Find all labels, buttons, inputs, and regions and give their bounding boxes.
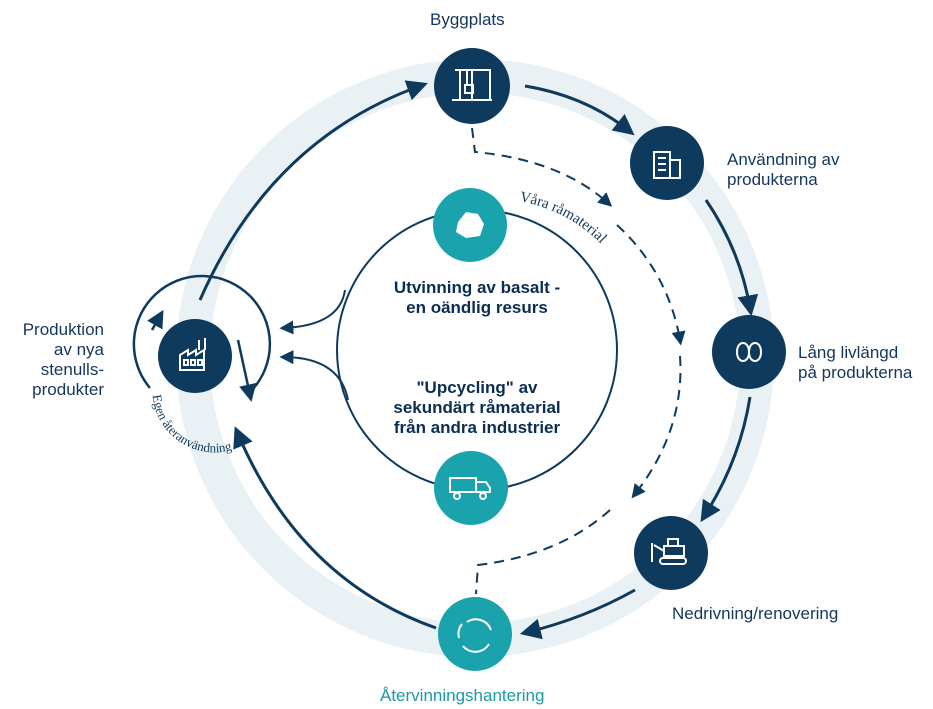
upcycling-line3: från andra industrier: [393, 418, 561, 437]
node-usage[interactable]: [630, 126, 704, 200]
arrow-lifespan-to-demolition: [700, 396, 752, 523]
factory-icon: [179, 338, 206, 371]
dashed-arrow-3: [631, 355, 682, 499]
recycle-icon: [457, 618, 492, 653]
arrow-usage-to-lifespan: [704, 199, 759, 317]
label-production-line2: av nya: [53, 340, 104, 359]
label-production: Produktion av nya stenulls- produkter: [8, 320, 104, 400]
construction-site-icon: [452, 69, 492, 101]
node-recycling[interactable]: [438, 597, 512, 671]
label-usage-line1: Användning av: [727, 150, 840, 169]
label-usage: Användning av produkterna: [727, 150, 839, 190]
node-production[interactable]: [158, 319, 232, 393]
label-demolition: Nedrivning/renovering: [672, 604, 839, 623]
label-construction: Byggplats: [430, 10, 505, 29]
upcycling-line1: "Upcycling" av: [416, 378, 538, 397]
label-production-line4: produkter: [32, 380, 104, 399]
arrow-upcycling-to-production: [279, 350, 349, 401]
inner-loop-arrow: [236, 339, 257, 402]
label-lifespan: Lång livlängd på produkterna: [798, 343, 912, 383]
inner-loop-arrow-2: [147, 309, 164, 331]
truck-icon: [449, 477, 491, 500]
inner-loop-arc-top: [132, 274, 272, 391]
buildings-icon: [653, 151, 681, 179]
node-extraction[interactable]: [433, 188, 507, 262]
extraction-line2: en oändlig resurs: [406, 298, 548, 317]
infinity-icon: [735, 342, 763, 362]
rock-icon: [456, 212, 484, 238]
center-upcycling-text: "Upcycling" av sekundärt råmaterial från…: [367, 378, 587, 438]
bulldozer-icon: [651, 538, 687, 565]
arrow-construction-to-usage: [524, 84, 635, 136]
arrow-production-to-construction: [198, 80, 428, 301]
node-demolition[interactable]: [634, 516, 708, 590]
node-upcycling[interactable]: [434, 451, 508, 525]
node-lifespan[interactable]: [712, 315, 786, 389]
node-construction[interactable]: [434, 48, 510, 124]
label-production-line3: stenulls-: [40, 360, 104, 379]
upcycling-line2: sekundärt råmaterial: [393, 398, 561, 417]
label-lifespan-line1: Lång livlängd: [798, 343, 899, 362]
arrow-recycling-to-production: [233, 426, 437, 630]
label-usage-line2: produkterna: [727, 170, 818, 189]
label-lifespan-line2: på produkterna: [798, 363, 913, 382]
extraction-line1: Utvinning av basalt -: [393, 278, 561, 297]
label-recycling: Återvinningshantering: [380, 686, 545, 705]
arrow-demolition-to-recycling: [519, 588, 636, 640]
dashed-arrow-1: [471, 127, 613, 207]
dashed-arrow-4: [475, 509, 611, 595]
label-production-line1: Produktion: [22, 320, 104, 339]
dashed-arrow-2: [616, 224, 686, 346]
center-extraction-text: Utvinning av basalt - en oändlig resurs: [367, 278, 587, 318]
arrow-extraction-to-production: [279, 289, 346, 335]
